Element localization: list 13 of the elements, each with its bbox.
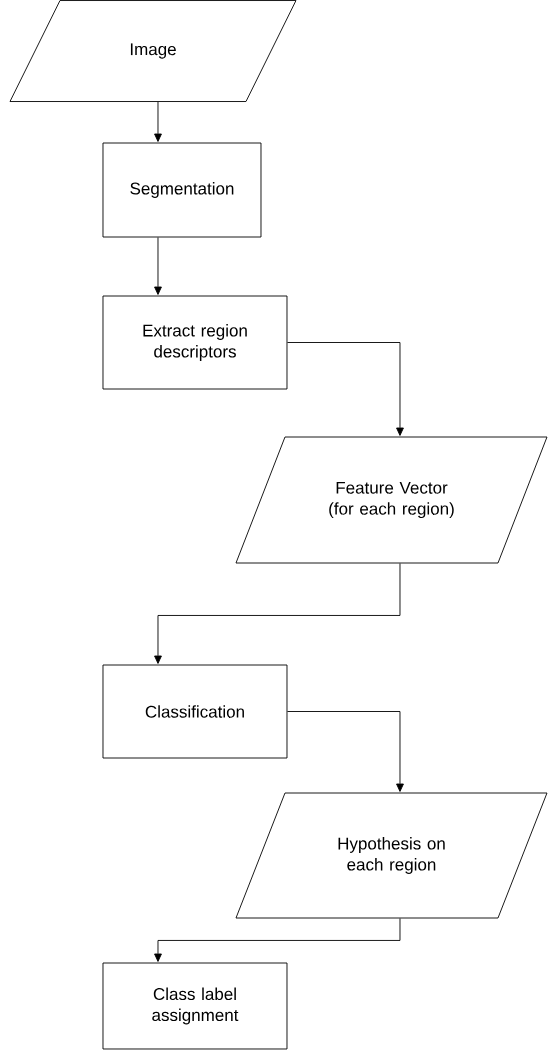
process-box: Extract region descriptors bbox=[102, 295, 288, 390]
arrow bbox=[154, 237, 162, 295]
arrow bbox=[154, 101, 162, 142]
data-parallelogram: Feature Vector (for each region) bbox=[235, 436, 548, 564]
arrow bbox=[154, 918, 401, 962]
arrow bbox=[154, 563, 401, 664]
arrow bbox=[287, 342, 404, 436]
process-box: Class label assignment bbox=[102, 962, 288, 1050]
data-parallelogram: Hypothesis on each region bbox=[235, 792, 548, 919]
process-box: Segmentation bbox=[102, 142, 262, 238]
arrow bbox=[287, 711, 404, 792]
data-parallelogram: Image bbox=[9, 0, 297, 102]
process-box: Classification bbox=[102, 664, 288, 759]
